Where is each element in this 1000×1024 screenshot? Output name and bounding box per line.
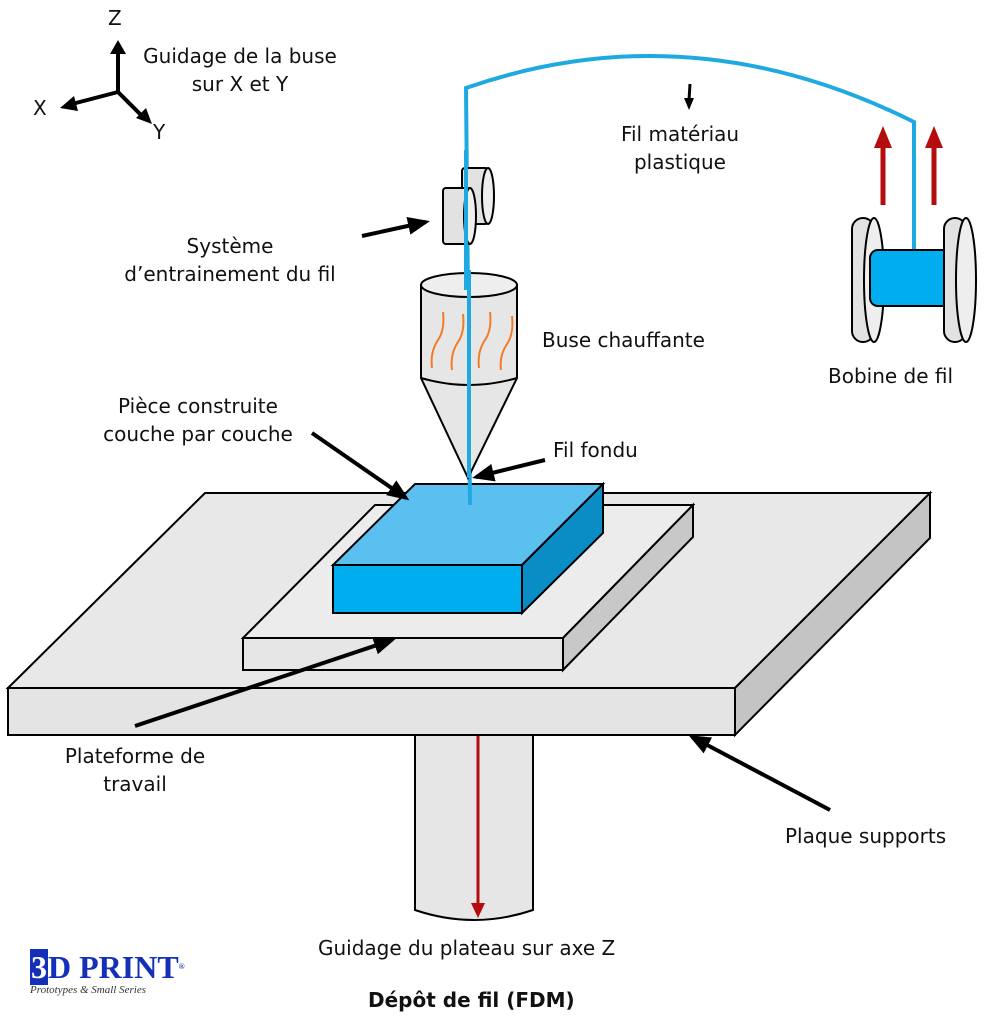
heater-coils: [430, 311, 514, 371]
filament-direction-arrow: [687, 83, 692, 101]
molten-filament-pointer: [472, 458, 546, 482]
logo-text: D PRINT: [48, 949, 179, 985]
logo-3d-print: 3D PRINT® Prototypes & Small Series: [30, 949, 185, 996]
part-label: Pièce construite couche par couche: [88, 392, 308, 448]
heated-nozzle: [420, 270, 518, 481]
filament-line1: Fil matériau: [620, 122, 740, 146]
axis-z-label: Z: [108, 6, 122, 30]
axis-indicator: [60, 40, 152, 124]
nozzle-guidance-line1: Guidage de la buse: [143, 44, 337, 68]
y-axis-arrowhead: [136, 108, 152, 124]
support-plate-label: Plaque supports: [785, 824, 947, 848]
diagram-title: Dépôt de fil (FDM): [368, 988, 575, 1012]
heated-nozzle-label: Buse chauffante: [542, 328, 705, 352]
built-part: [330, 481, 606, 616]
y-axis-arrow: [116, 90, 144, 118]
x-axis-arrow: [71, 90, 119, 106]
z-motion-arrowhead: [471, 903, 485, 918]
logo-registered-mark: ®: [178, 962, 185, 971]
drive-system-line2: d’entrainement du fil: [124, 262, 336, 286]
spool-label: Bobine de fil: [828, 364, 954, 388]
nozzle-guidance-line2: sur X et Y: [191, 72, 289, 96]
leader-arrows: [134, 217, 831, 812]
filament-label: Fil matériau plastique: [595, 120, 765, 176]
drive-system-line1: Système: [186, 234, 274, 258]
platform-line2: travail: [103, 772, 167, 796]
axis-x-label: X: [33, 96, 47, 120]
part-line2: couche par couche: [103, 422, 293, 446]
filament-line: [463, 53, 916, 506]
logo-main: 3D PRINT®: [30, 949, 185, 985]
support-plate-pointer: [688, 735, 831, 812]
axis-y-label: Y: [153, 120, 166, 144]
part-pointer: [310, 431, 410, 501]
z-axis-arrowhead: [110, 40, 126, 54]
platform-line1: Plateforme de: [64, 744, 206, 768]
drive-system-pointer: [361, 217, 430, 238]
x-axis-arrowhead: [60, 96, 78, 111]
z-guidance-label: Guidage du plateau sur axe Z: [318, 936, 616, 960]
nozzle-guidance-label: Guidage de la buse sur X et Y: [140, 42, 340, 98]
z-column: [414, 729, 534, 921]
platform-pointer: [134, 637, 396, 728]
logo-digit: 3: [30, 949, 48, 985]
platform-label: Plateforme de travail: [40, 742, 230, 798]
drive-rollers: [442, 150, 495, 290]
filament-line2: plastique: [633, 150, 726, 174]
molten-filament-label: Fil fondu: [553, 438, 638, 462]
logo-subtitle: Prototypes & Small Series: [30, 984, 146, 996]
part-line1: Pièce construite: [118, 394, 278, 418]
drive-system-label: Système d’entrainement du fil: [110, 232, 350, 288]
filament-spool: [851, 126, 977, 343]
